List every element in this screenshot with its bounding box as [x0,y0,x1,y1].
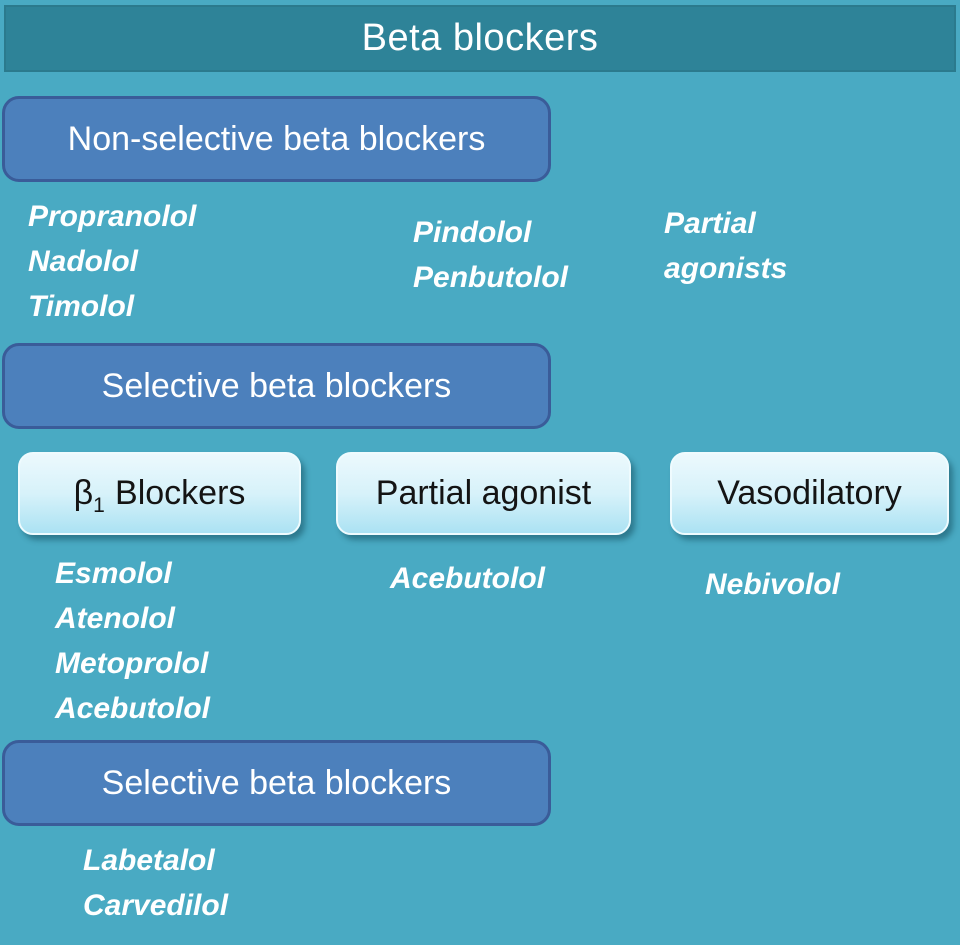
drug-item-carvedilol: Carvedilol [83,889,229,922]
category-label-selective: Selective beta blockers [101,366,452,405]
subcategory-label-partial-agonist: Partial agonist [375,474,592,512]
category-box-non-selective: Non-selective beta blockers [2,96,551,182]
beta-subscript-one: 1 [93,494,105,517]
category-label-non-selective: Non-selective beta blockers [67,119,486,158]
diagram-title: Beta blockers [361,17,599,59]
beta-label-rest: Blockers [115,474,246,512]
drug-item-propranolol: Propranolol [28,200,197,233]
note-partial-agonists: Partial agonists [664,201,787,291]
drug-item-nebivolol: Nebivolol [705,568,841,601]
drug-list-non-selective-partial-agonists: Pindolol Penbutolol [413,210,568,300]
drug-list-beta1-blockers: Esmolol Atenolol Metoprolol Acebutolol [55,551,210,731]
drug-list-partial-agonist: Acebutolol [390,556,545,601]
subcategory-label-beta1-blockers: β1 Blockers [73,474,246,517]
subcategory-box-vasodilatory: Vasodilatory [670,452,949,535]
note-line-agonists: agonists [664,252,788,285]
category-label-mixed-selective: Selective beta blockers [101,763,452,802]
drug-list-mixed: Labetalol Carvedilol [83,838,228,928]
drug-item-nadolol: Nadolol [28,245,138,278]
subcategory-box-partial-agonist: Partial agonist [336,452,631,535]
drug-item-penbutolol: Penbutolol [413,261,568,294]
drug-item-labetalol: Labetalol [83,844,215,877]
drug-item-acebutolol-partial: Acebutolol [390,562,545,595]
drug-item-atenolol: Atenolol [55,602,175,635]
subcategory-label-vasodilatory: Vasodilatory [717,474,902,512]
drug-list-vasodilatory: Nebivolol [705,562,840,607]
note-line-partial: Partial [664,207,756,240]
beta-symbol: β [73,474,94,512]
drug-item-metoprolol: Metoprolol [55,647,209,680]
category-box-mixed-selective: Selective beta blockers [2,740,551,826]
drug-item-pindolol: Pindolol [413,216,532,249]
drug-item-acebutolol: Acebutolol [55,692,210,725]
drug-list-non-selective-plain: Propranolol Nadolol Timolol [28,194,196,329]
subcategory-box-beta1-blockers: β1 Blockers [18,452,301,535]
diagram-title-bar: Beta blockers [4,5,956,72]
drug-item-esmolol: Esmolol [55,557,172,590]
category-box-selective: Selective beta blockers [2,343,551,429]
drug-item-timolol: Timolol [28,290,135,323]
